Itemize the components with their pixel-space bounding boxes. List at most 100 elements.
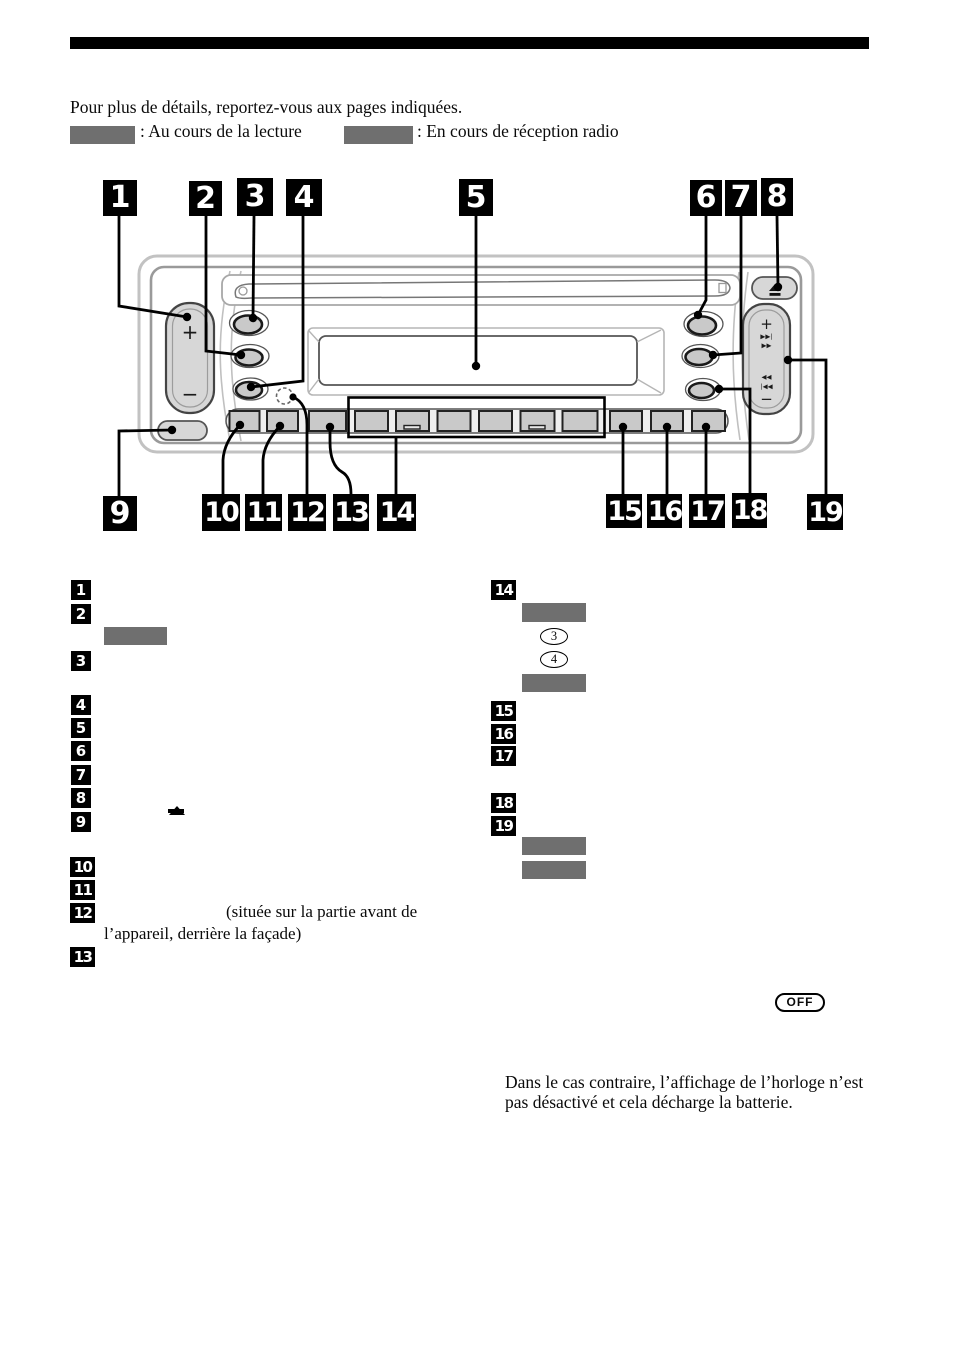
list-badge-13: 13 bbox=[70, 947, 95, 967]
callout-16: 16 bbox=[647, 494, 683, 528]
legend-radio-label: : En cours de réception radio bbox=[417, 121, 619, 141]
list-badge-16: 16 bbox=[491, 724, 516, 744]
list-badge-12: 12 bbox=[70, 903, 95, 923]
callout-line-3 bbox=[251, 215, 256, 319]
circled-button-4: 4 bbox=[540, 651, 568, 668]
right-oval-buttons bbox=[681, 310, 724, 402]
callout-15: 15 bbox=[606, 494, 643, 528]
preset-button-3 bbox=[436, 410, 472, 432]
list-badge-6: 6 bbox=[71, 741, 91, 761]
callout-line-13 bbox=[328, 427, 353, 495]
stereo-diagram: + − bbox=[117, 215, 828, 496]
callout-2: 2 bbox=[189, 181, 222, 216]
list-badge-14: 14 bbox=[491, 580, 516, 600]
callout-7: 7 bbox=[725, 180, 757, 216]
callout-17: 17 bbox=[689, 494, 726, 528]
preset-button-6 bbox=[561, 410, 599, 432]
callout-1: 1 bbox=[103, 180, 137, 216]
list-badge-18: 18 bbox=[491, 793, 516, 813]
list-badge-4: 4 bbox=[71, 695, 91, 715]
legend-playback-label: : Au cours de la lecture bbox=[140, 121, 302, 141]
button-10 bbox=[228, 410, 261, 432]
redacted-ref bbox=[104, 627, 167, 645]
volume-rocker: + − bbox=[164, 301, 216, 415]
volume-minus-label: − bbox=[182, 382, 199, 406]
slot-tab bbox=[718, 282, 727, 294]
list-badge-17: 17 bbox=[491, 746, 516, 766]
list-badge-1: 1 bbox=[71, 580, 91, 600]
cd-slot bbox=[221, 274, 741, 306]
list-badge-15: 15 bbox=[491, 701, 516, 721]
off-key-label: OFF bbox=[775, 993, 825, 1012]
list-badge-8: 8 bbox=[71, 788, 91, 808]
preset-button-1 bbox=[354, 410, 389, 432]
list-badge-9: 9 bbox=[71, 812, 91, 832]
preset-button-4 bbox=[478, 410, 513, 432]
bottom-button-row bbox=[157, 396, 729, 441]
circled-button-3: 3 bbox=[540, 628, 568, 645]
callout-line-4 bbox=[250, 216, 305, 389]
callout-dots bbox=[167, 282, 793, 435]
callout-line-7 bbox=[712, 216, 743, 357]
callout-line-11 bbox=[261, 425, 282, 494]
seek-prev-icon: |◀◀ bbox=[760, 383, 772, 391]
list-badge-19: 19 bbox=[491, 816, 516, 836]
redacted-ref bbox=[522, 603, 586, 622]
oval-button-7 bbox=[681, 343, 720, 369]
volume-plus-label: + bbox=[182, 320, 199, 344]
callout-9: 9 bbox=[103, 496, 137, 531]
callout-8: 8 bbox=[761, 178, 793, 216]
battery-note: Dans le cas contraire, l’affichage de l’… bbox=[505, 1072, 864, 1113]
callout-5: 5 bbox=[459, 179, 493, 216]
seek-rew-icon: ◀◀ bbox=[762, 373, 772, 381]
legend-swatch-playback bbox=[70, 126, 135, 144]
callout-line-8 bbox=[775, 215, 780, 288]
callout-11: 11 bbox=[245, 494, 282, 531]
redacted-ref bbox=[522, 674, 586, 692]
button-17 bbox=[691, 410, 726, 432]
callout-18: 18 bbox=[732, 493, 768, 528]
callout-line-18 bbox=[719, 387, 752, 493]
legend-swatch-radio bbox=[344, 126, 413, 144]
list-badge-5: 5 bbox=[71, 718, 91, 738]
button-15 bbox=[609, 410, 643, 432]
redacted-ref bbox=[522, 837, 586, 855]
seek-ff-icon: ▶▶ bbox=[762, 342, 772, 350]
seek-next-icon: ▶▶| bbox=[760, 333, 772, 341]
redacted-ref bbox=[522, 861, 586, 879]
callout-line-6 bbox=[696, 216, 708, 316]
left-oval-buttons bbox=[228, 309, 270, 401]
oval-button-2 bbox=[230, 343, 270, 369]
intro-text: Pour plus de détails, reportez-vous aux … bbox=[70, 97, 463, 117]
callout-19: 19 bbox=[807, 494, 844, 530]
eject-icon bbox=[168, 789, 185, 815]
oval-button-3 bbox=[228, 309, 270, 337]
list-badge-10: 10 bbox=[70, 857, 95, 877]
seek-plus-label: + bbox=[760, 315, 773, 333]
list-badge-2: 2 bbox=[71, 604, 91, 624]
callout-line-19 bbox=[788, 358, 828, 494]
callout-10: 10 bbox=[202, 494, 240, 531]
list-badge-7: 7 bbox=[71, 765, 91, 785]
item-12-note: (située sur la partie avant de l’apparei… bbox=[104, 902, 418, 944]
callout-4: 4 bbox=[286, 179, 322, 216]
slot-detent bbox=[238, 286, 248, 296]
display-window bbox=[307, 327, 665, 396]
callout-6: 6 bbox=[690, 180, 722, 216]
callout-12: 12 bbox=[288, 494, 326, 531]
button-13 bbox=[308, 410, 347, 432]
callout-13: 13 bbox=[333, 494, 370, 531]
tactile-dot bbox=[403, 424, 421, 430]
list-badge-11: 11 bbox=[70, 880, 95, 900]
callout-line-2 bbox=[204, 216, 242, 357]
preset-group-box bbox=[347, 396, 606, 439]
button-11 bbox=[266, 410, 299, 432]
tactile-dot bbox=[528, 424, 546, 430]
oval-button-6 bbox=[683, 310, 724, 338]
callout-line-9 bbox=[117, 428, 173, 496]
callout-3: 3 bbox=[237, 178, 273, 216]
callout-14: 14 bbox=[377, 494, 416, 531]
seek-minus-label: − bbox=[760, 390, 773, 408]
callout-lines bbox=[117, 215, 828, 496]
